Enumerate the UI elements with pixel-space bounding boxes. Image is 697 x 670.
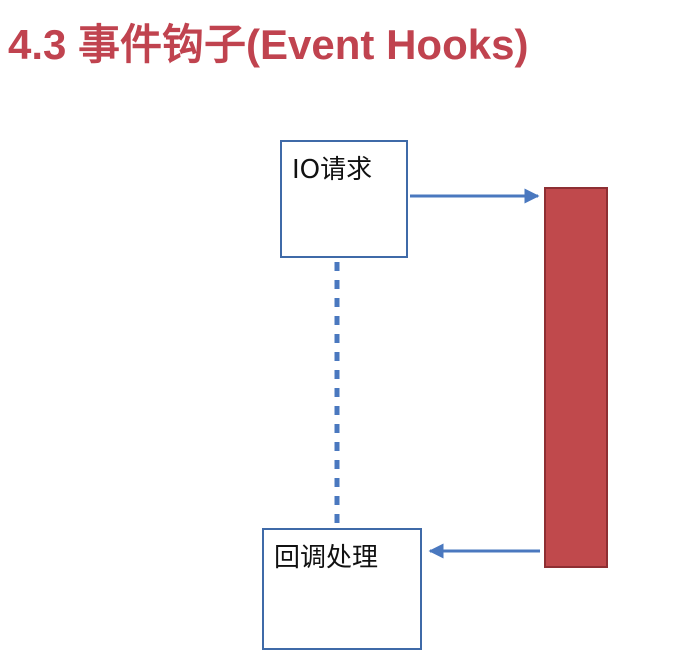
- io-request-label: IO请求: [292, 155, 373, 185]
- callback-box: 回调处理: [262, 528, 422, 650]
- io-request-box: IO请求: [280, 140, 408, 258]
- slide-title: 4.3 事件钩子(Event Hooks): [8, 21, 529, 68]
- callback-label: 回调处理: [274, 543, 379, 573]
- event-loop-bar: [544, 187, 608, 568]
